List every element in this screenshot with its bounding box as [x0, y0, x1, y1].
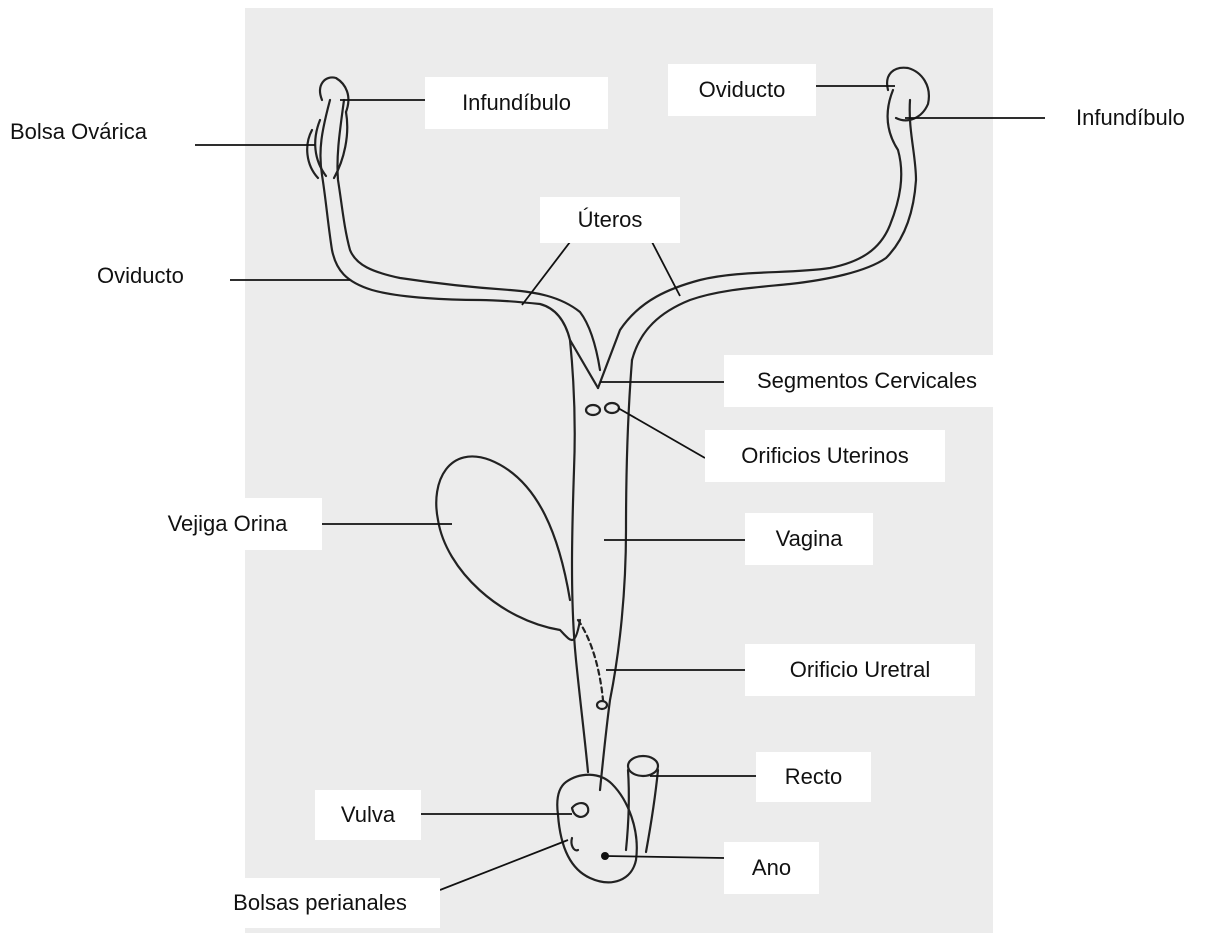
label-ano: Ano	[724, 842, 819, 894]
label-orificios-uterinos: Orificios Uterinos	[705, 430, 945, 482]
label-recto: Recto	[756, 752, 871, 802]
label-vagina: Vagina	[745, 513, 873, 565]
label-orificio-uretral: Orificio Uretral	[745, 644, 975, 696]
label-vejiga-orina: Vejiga Orina	[133, 498, 322, 550]
label-vulva: Vulva	[315, 790, 421, 840]
label-uteros: Úteros	[540, 197, 680, 243]
label-oviducto-left: Oviducto	[97, 262, 217, 290]
label-segmentos-cervicales: Segmentos Cervicales	[724, 355, 1010, 407]
label-infundibulo-left: Infundíbulo	[425, 77, 608, 129]
label-bolsas-perianales: Bolsas perianales	[200, 878, 440, 928]
label-oviducto-right-top: Oviducto	[668, 64, 816, 116]
label-bolsa-ovarica: Bolsa Ovárica	[10, 118, 180, 146]
label-infundibulo-right: Infundíbulo	[1076, 104, 1222, 132]
